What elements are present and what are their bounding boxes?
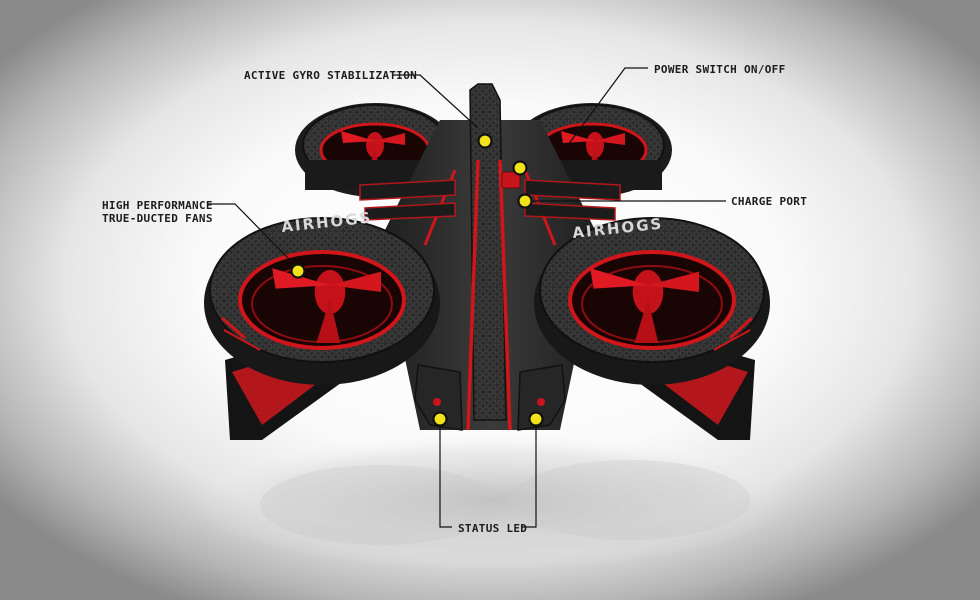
front-left-duct — [204, 217, 440, 385]
callout-fans-line1: HIGH PERFORMANCE — [102, 199, 213, 212]
callout-charge-port: CHARGE PORT — [731, 195, 808, 208]
leader-led-left — [439, 425, 452, 528]
leader-fans — [208, 203, 293, 263]
callout-ducted-fans: HIGH PERFORMANCE TRUE-DUCTED FANS — [102, 199, 213, 225]
marker-dot-charge — [517, 193, 533, 209]
marker-dot-led-right — [528, 411, 544, 427]
marker-dot-led-left — [432, 411, 448, 427]
callout-fans-line2: TRUE-DUCTED FANS — [102, 212, 213, 225]
leader-power — [567, 67, 648, 146]
leader-gyro — [393, 74, 479, 129]
marker-dot-fans — [290, 263, 306, 279]
marker-dots — [290, 133, 544, 427]
marker-dot-power — [512, 160, 528, 176]
callout-power-switch: POWER SWITCH ON/OFF — [654, 63, 786, 76]
front-right-duct — [534, 217, 770, 385]
marker-dot-gyro — [477, 133, 493, 149]
callout-status-led: STATUS LED — [458, 522, 528, 535]
leader-led-right — [522, 425, 537, 528]
callout-gyro-stabilization: ACTIVE GYRO STABILIZATION — [244, 69, 418, 82]
